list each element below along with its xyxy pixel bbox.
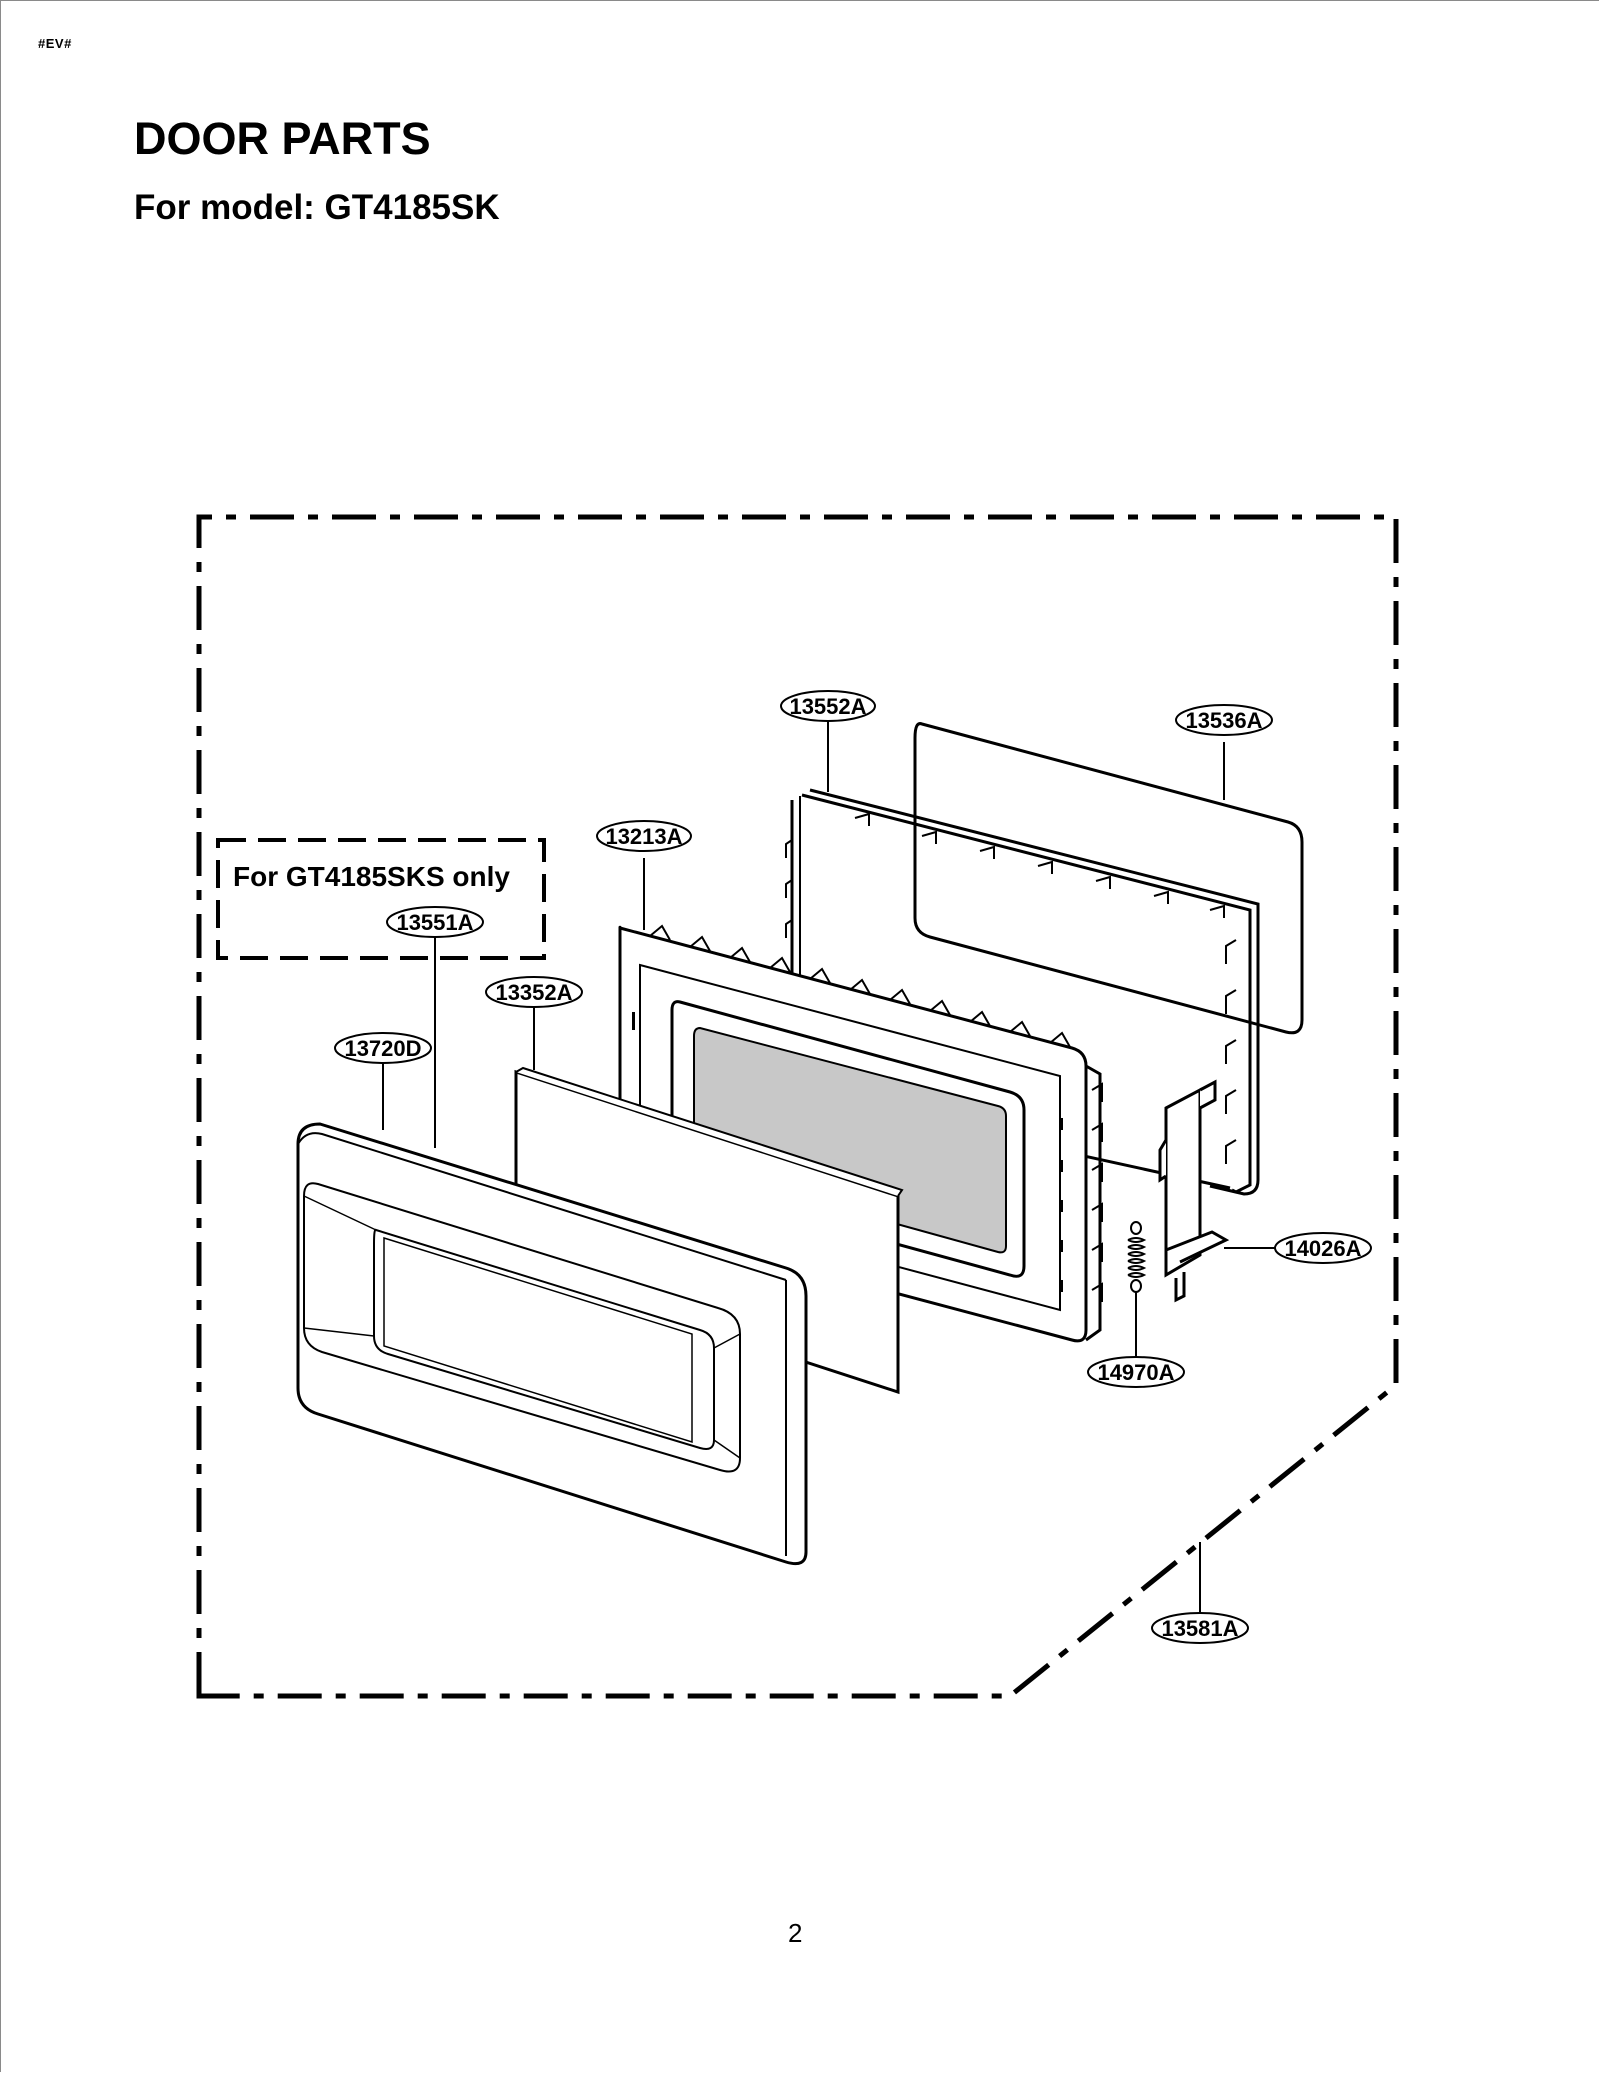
callout-13552A: 13552A <box>780 690 876 722</box>
callout-label: 13213A <box>605 824 682 849</box>
callout-label: 13352A <box>495 980 572 1005</box>
callout-label: 13581A <box>1161 1616 1238 1641</box>
page-subtitle: For model: GT4185SK <box>134 188 500 227</box>
callout-13536A: 13536A <box>1175 704 1273 736</box>
page-title: DOOR PARTS <box>134 113 431 164</box>
callout-label: 14970A <box>1097 1360 1174 1385</box>
callout-label: 13551A <box>396 910 473 935</box>
latch-part <box>1158 1079 1230 1303</box>
page-number: 2 <box>788 1918 803 1948</box>
callout-label: 13552A <box>789 694 866 719</box>
model-only-box <box>216 838 546 960</box>
callout-label: 14026A <box>1284 1236 1361 1261</box>
callout-14026A: 14026A <box>1274 1232 1372 1264</box>
assembly-boundary <box>196 514 1399 1699</box>
spring-part <box>1127 1221 1147 1293</box>
document-code: #EV# <box>38 36 72 51</box>
callout-label: 13720D <box>344 1036 421 1061</box>
callout-13720D: 13720D <box>334 1032 432 1064</box>
door-assembly-part <box>618 924 1103 1343</box>
callout-13352A: 13352A <box>485 976 583 1008</box>
callout-label: 13536A <box>1185 708 1262 733</box>
callout-14970A: 14970A <box>1087 1356 1185 1388</box>
door-panel-part <box>296 1122 808 1566</box>
model-only-note: For GT4185SKS only <box>233 861 510 892</box>
callout-13581A: 13581A <box>1151 1612 1249 1644</box>
callout-13551A: 13551A <box>386 906 484 938</box>
callout-13213A: 13213A <box>596 820 692 852</box>
leader-lines <box>382 720 1276 1612</box>
